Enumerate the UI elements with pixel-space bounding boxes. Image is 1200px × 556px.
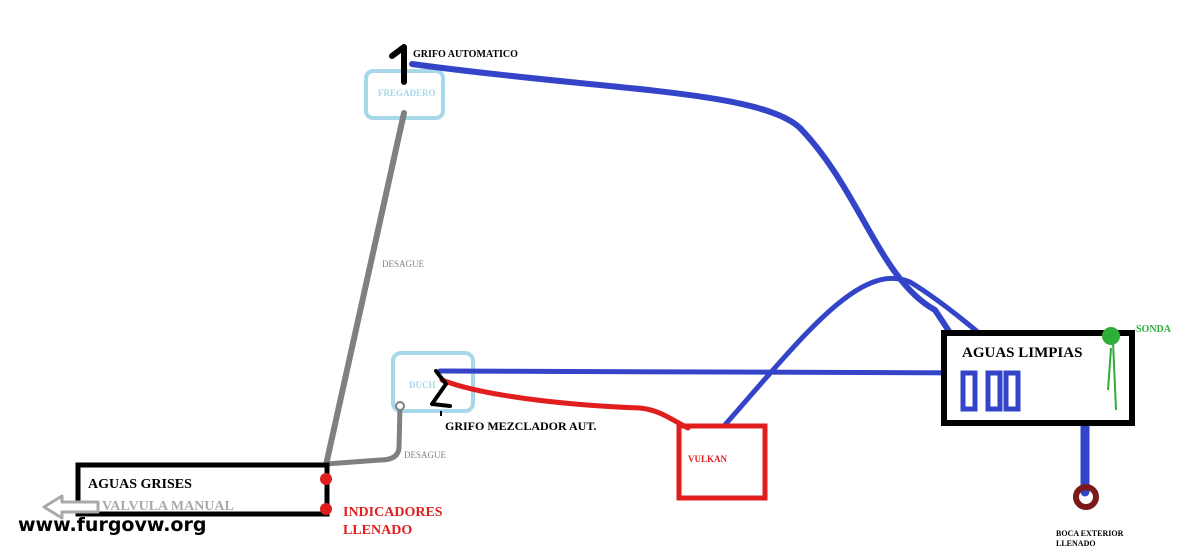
- boca-exterior-llenado-icon: [1073, 484, 1099, 510]
- indicadores-llenado-label: INDICADORES LLENADO: [343, 505, 443, 538]
- tank-aguas-limpias: [941, 330, 1135, 426]
- sonda-line-2: [1107, 347, 1112, 391]
- aguas-limpias-label: AGUAS LIMPIAS: [962, 345, 1083, 361]
- drain-pipe-fregadero: [323, 110, 407, 468]
- valvula-manual-label: VALVULA MANUAL: [102, 499, 234, 514]
- valvula-arrow-icon: [42, 494, 100, 520]
- tank-port-1: [960, 370, 978, 412]
- drain-pipe-ducha: [323, 403, 403, 467]
- indicator-dot-upper: [320, 473, 332, 485]
- grifo-automatico-label: GRIFO AUTOMATICO: [413, 49, 518, 60]
- vulkan-label: VULKAN: [688, 454, 728, 464]
- fregadero-label: FREGADERO: [378, 88, 436, 98]
- sonda-label: SONDA: [1136, 324, 1172, 335]
- watermark: www.furgovw.org: [18, 514, 207, 536]
- desague-label-lower: DESAGUE: [404, 450, 446, 460]
- desague-label-upper: DESAGUE: [382, 259, 424, 269]
- grifo-automatico-icon: [389, 44, 407, 85]
- sonda-sensor: [1102, 327, 1120, 345]
- grifo-mezclador-label: GRIFO MEZCLADOR AUT.: [445, 419, 597, 433]
- grifo-mezclador-icon: [430, 369, 452, 408]
- hot-pipe-vulkan-ducha: [439, 377, 691, 431]
- tank-port-3: [1003, 370, 1021, 412]
- drain-outlet-ducha: [395, 401, 405, 411]
- ducha-fixture: [391, 351, 475, 413]
- ducha-label: DUCH: [409, 380, 436, 390]
- clean-pipe-fregadero: [409, 61, 971, 363]
- tank-port-2: [985, 370, 1003, 412]
- aguas-grises-label: AGUAS GRISES: [88, 477, 192, 492]
- clean-pipe-tap-ducha: [437, 368, 993, 376]
- sonda-line: [1112, 341, 1117, 411]
- indicator-dot-lower: [320, 503, 332, 515]
- vulkan-heater: [676, 423, 768, 501]
- boca-exterior-llenado-label: BOCA EXTERIOR LLENADO: [1056, 529, 1124, 548]
- tank-aguas-grises: [75, 462, 330, 517]
